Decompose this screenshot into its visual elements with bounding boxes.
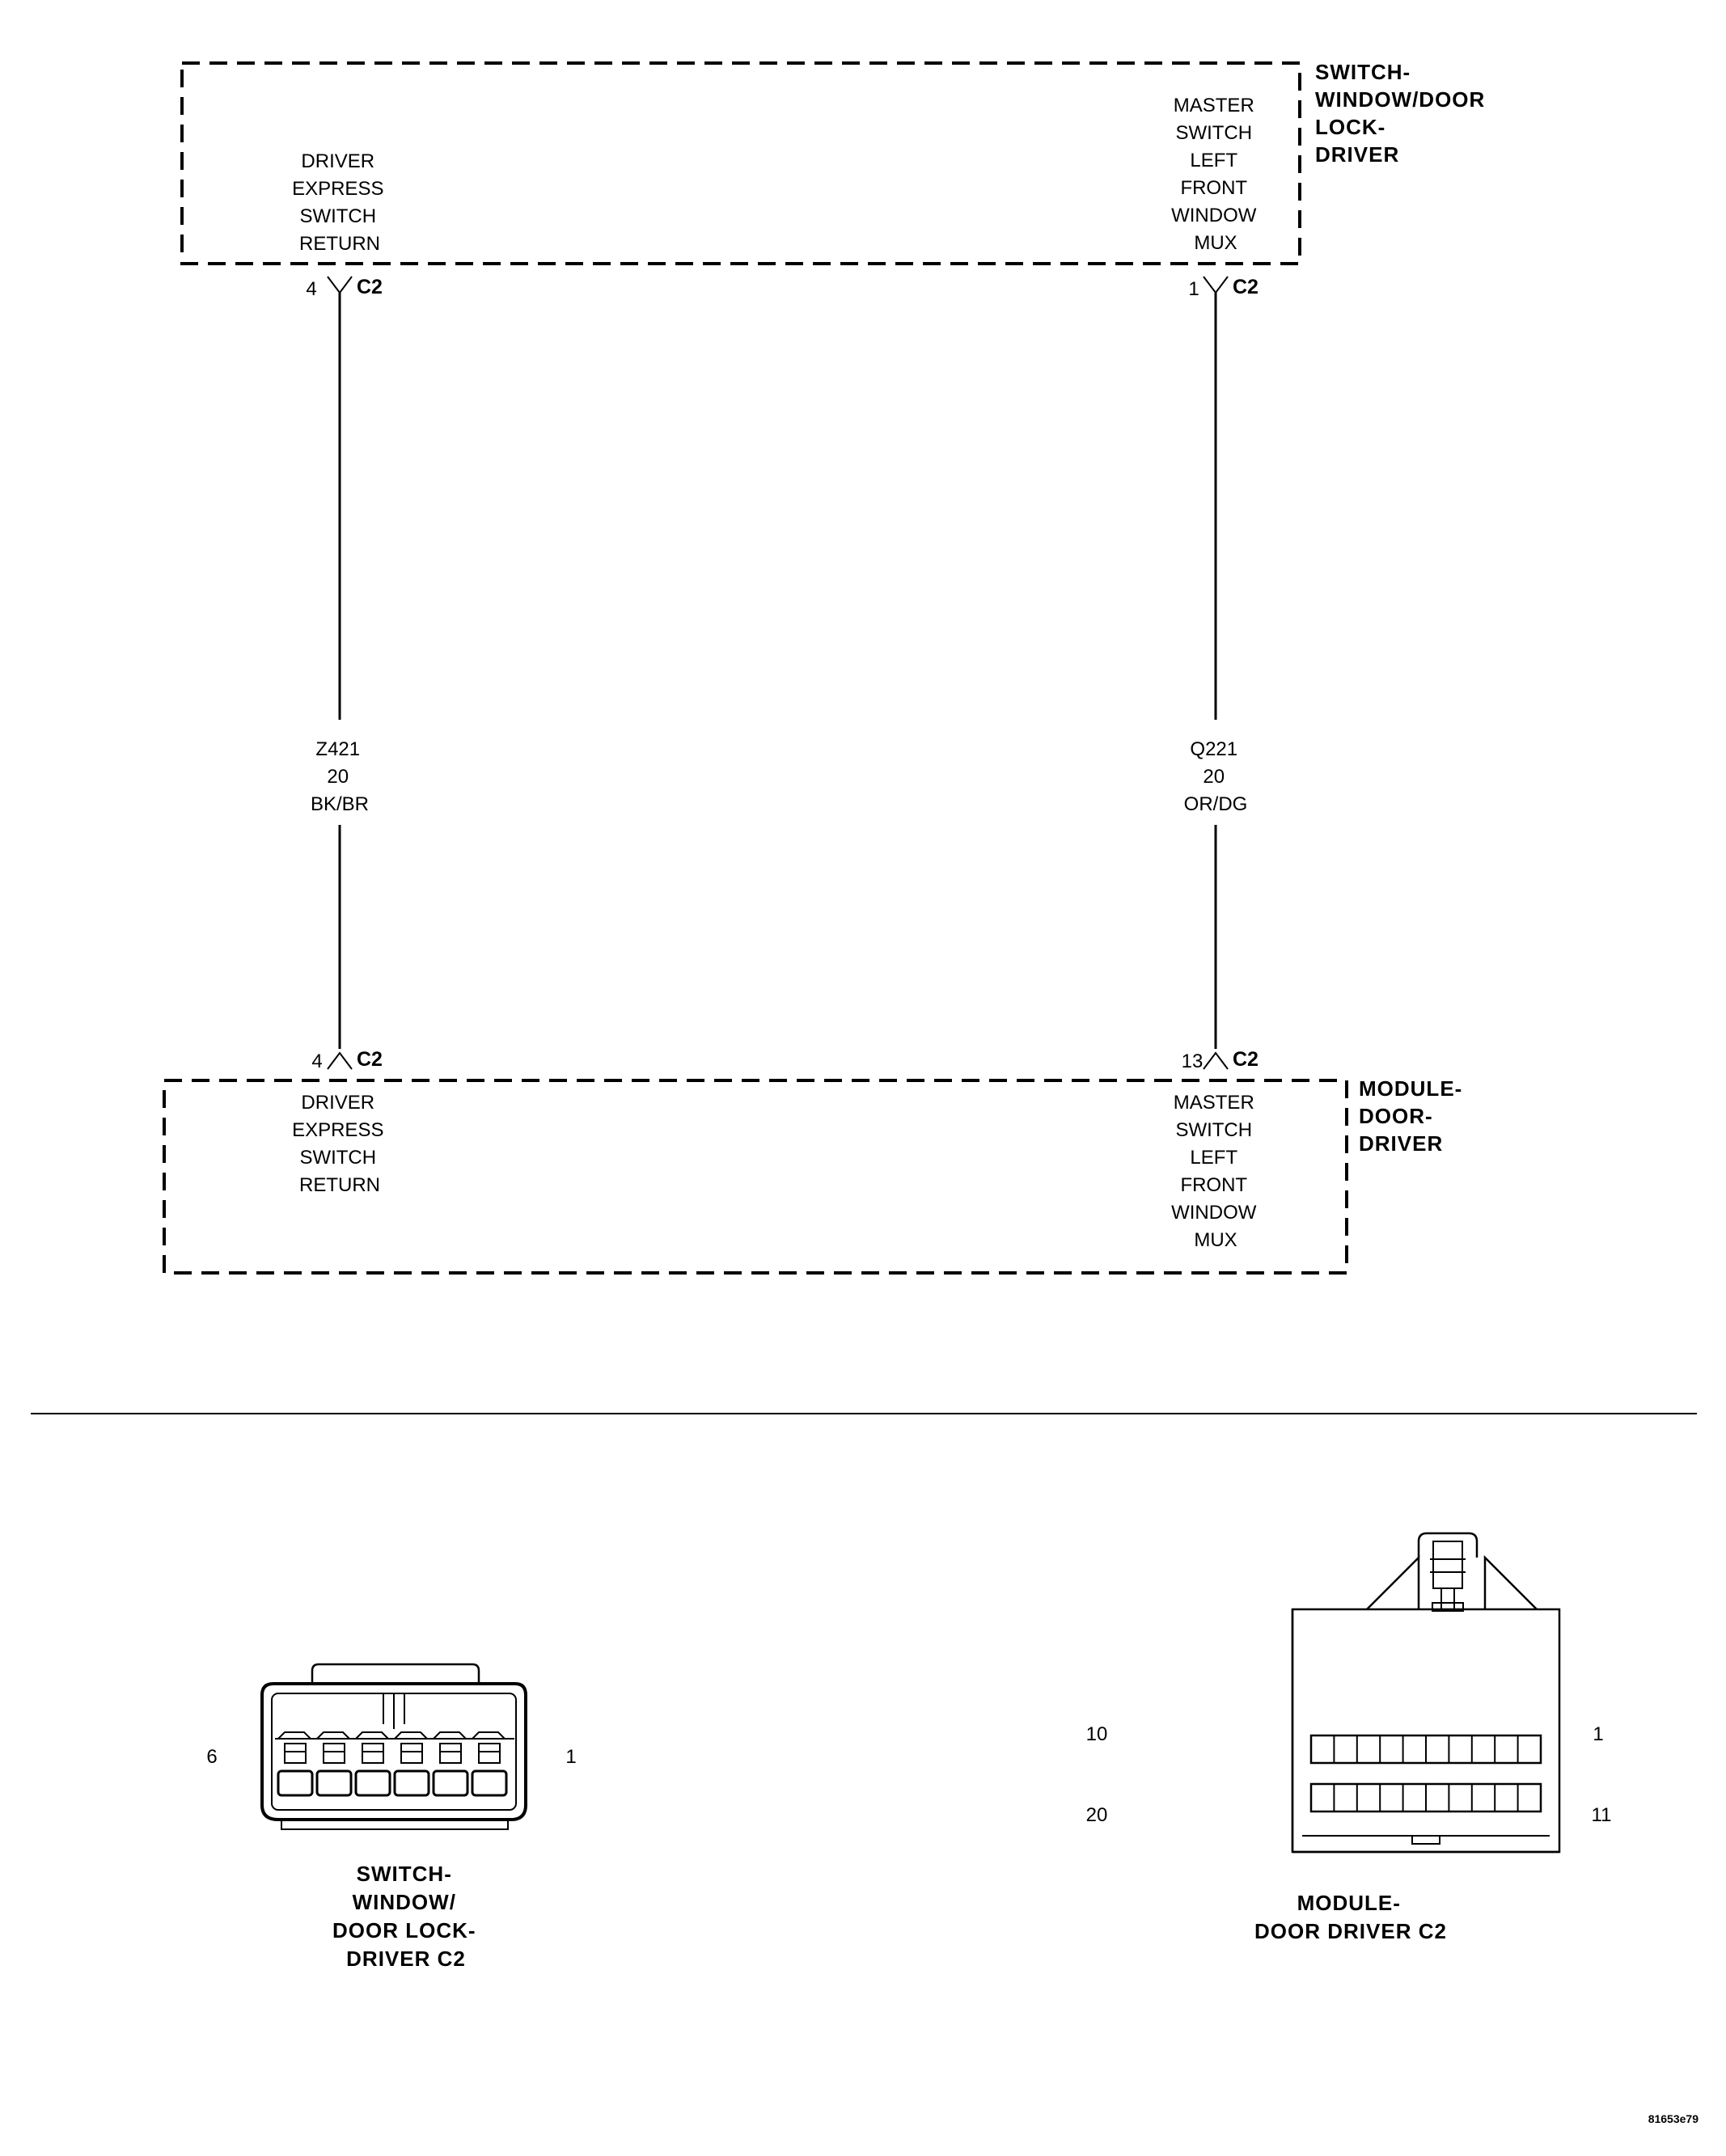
module-right-pin-number: 13 xyxy=(1182,1051,1204,1072)
figure-id: 81653e79 xyxy=(1648,2112,1699,2125)
switch-left-pin-number: 4 xyxy=(306,278,316,300)
module-component-name: MODULE- DOOR- DRIVER xyxy=(1359,1076,1466,1156)
module-left-circuit-label: DRIVER EXPRESS SWITCH RETURN xyxy=(292,1092,387,1196)
module-cavity-row-top xyxy=(1309,1734,1542,1765)
module-left-pin-number: 4 xyxy=(311,1051,322,1072)
switch-component-box xyxy=(180,61,1301,265)
switch-cavity xyxy=(471,1731,508,1797)
module-connector-cavities xyxy=(1309,1734,1542,1813)
module-left-connector-id: C2 xyxy=(357,1048,383,1071)
switch-cavity xyxy=(315,1731,353,1797)
module-right-terminal-symbol xyxy=(1203,1051,1229,1070)
switch-right-circuit-label: MASTER SWITCH LEFT FRONT WINDOW MUX xyxy=(1171,95,1260,254)
wire-q221-label: Q221 20 OR/DG xyxy=(1184,738,1248,815)
module-face-pin-bottom-left: 20 xyxy=(1086,1804,1108,1826)
switch-right-connector-id: C2 xyxy=(1233,276,1259,298)
switch-left-circuit-label: DRIVER EXPRESS SWITCH RETURN xyxy=(292,150,387,255)
module-component-box xyxy=(163,1079,1348,1275)
module-left-terminal-symbol xyxy=(327,1051,353,1070)
switch-cavity xyxy=(432,1731,469,1797)
module-connector-face xyxy=(1291,1532,1561,1854)
switch-cavity xyxy=(277,1731,314,1797)
module-right-circuit-label: MASTER SWITCH LEFT FRONT WINDOW MUX xyxy=(1171,1092,1260,1251)
switch-cavity xyxy=(393,1731,430,1797)
switch-right-terminal-symbol xyxy=(1203,276,1229,294)
switch-left-connector-id: C2 xyxy=(357,276,383,298)
module-face-pin-top-left: 10 xyxy=(1086,1723,1108,1745)
switch-connector-cavities xyxy=(277,1731,508,1797)
module-cavity-row-bottom xyxy=(1309,1782,1542,1813)
module-connector-caption: MODULE- DOOR DRIVER C2 xyxy=(1254,1891,1447,1943)
switch-connector-caption: SWITCH- WINDOW/ DOOR LOCK- DRIVER C2 xyxy=(332,1862,480,1971)
switch-cavity xyxy=(354,1731,391,1797)
switch-component-name: SWITCH- WINDOW/DOOR LOCK- DRIVER xyxy=(1315,60,1489,167)
wire-z421-label: Z421 20 BK/BR xyxy=(311,738,369,815)
switch-face-pin-left: 6 xyxy=(206,1746,217,1768)
switch-left-terminal-symbol xyxy=(327,276,353,294)
switch-face-pin-right: 1 xyxy=(565,1746,576,1768)
switch-connector-face xyxy=(260,1663,527,1830)
module-face-pin-bottom-right: 11 xyxy=(1592,1804,1612,1826)
module-face-pin-top-right: 1 xyxy=(1593,1723,1603,1745)
module-right-connector-id: C2 xyxy=(1233,1048,1259,1071)
switch-right-pin-number: 1 xyxy=(1188,278,1199,300)
